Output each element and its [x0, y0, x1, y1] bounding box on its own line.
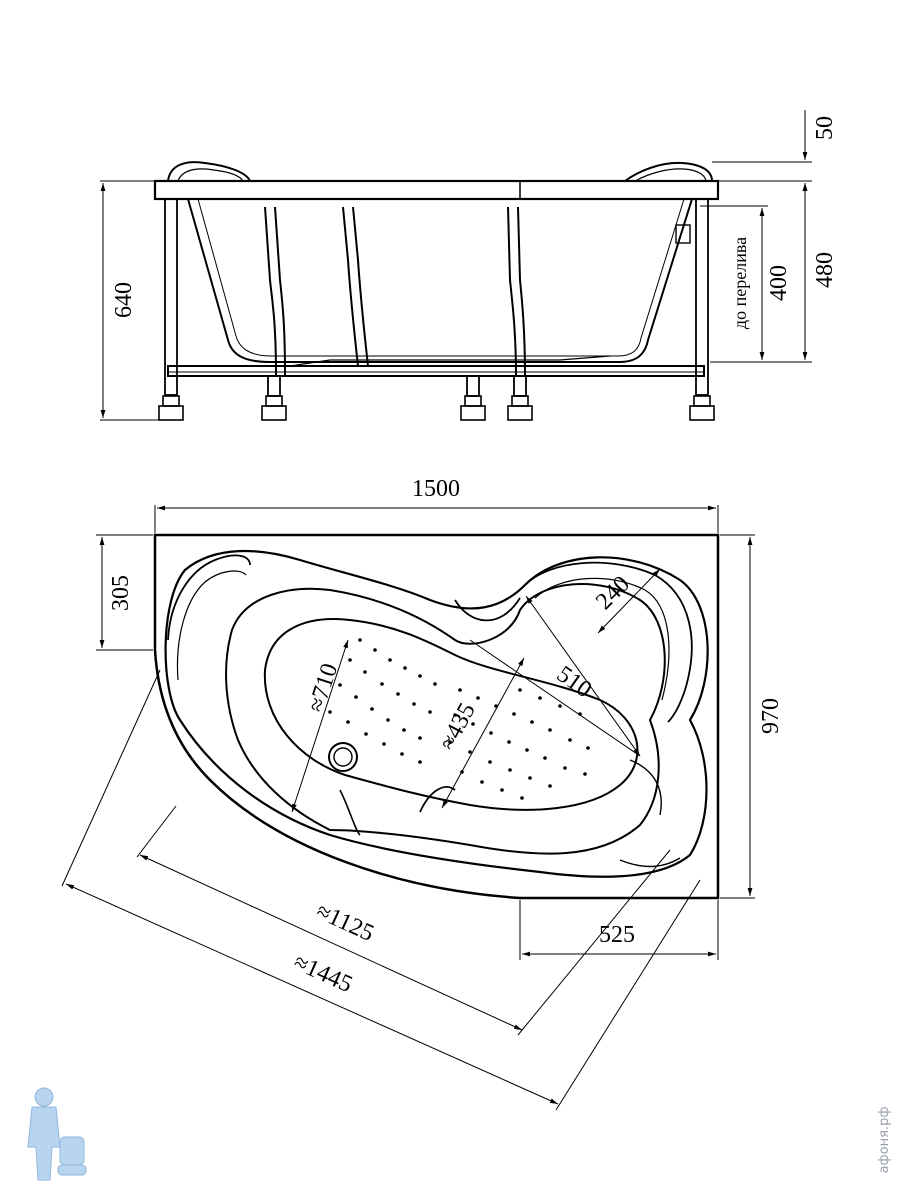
- dim-640: 640: [111, 282, 137, 318]
- frame-strut-2: [342, 206, 359, 367]
- right-headrest: [624, 161, 713, 182]
- left-headrest: [167, 161, 251, 182]
- watermark-text: афоня.рф: [877, 1107, 892, 1174]
- dim-435: ≈435: [435, 699, 481, 755]
- plumber-logo-icon: [27, 1087, 87, 1181]
- side-view: 640 50 480 400 до перелива: [100, 110, 838, 421]
- dim-305: 305: [108, 575, 134, 611]
- bowl-ledge: [225, 583, 666, 855]
- dim-710: ≈710: [303, 660, 343, 715]
- right-headrest-top: [524, 561, 693, 723]
- top-view: 1500 970 305 525 240 510 ≈710 ≈435: [61, 476, 784, 1111]
- bowl-outer-rim: [164, 549, 709, 878]
- drain-outer: [328, 742, 358, 772]
- dim-1500: 1500: [412, 476, 460, 502]
- dim-480: 480: [812, 252, 838, 288]
- dim-1125: ≈1125: [312, 898, 378, 947]
- overflow-label: до перелива: [730, 237, 750, 329]
- left-headrest-top: [167, 554, 251, 641]
- dim-970: 970: [758, 698, 784, 734]
- frame-rail: [167, 365, 705, 377]
- dim-1445: ≈1445: [290, 949, 356, 998]
- dim-240: 240: [591, 571, 635, 615]
- frame-strut-1: [264, 206, 277, 377]
- dim-525: 525: [599, 922, 635, 948]
- frame-strut-3: [507, 206, 517, 377]
- frame-legs: [164, 198, 709, 397]
- tub-rim: [153, 179, 720, 201]
- dim-400: 400: [766, 265, 792, 301]
- dim-50: 50: [812, 116, 838, 140]
- frame-feet: [158, 395, 715, 421]
- drain-inner: [333, 747, 353, 767]
- tub-bowl: [187, 198, 693, 363]
